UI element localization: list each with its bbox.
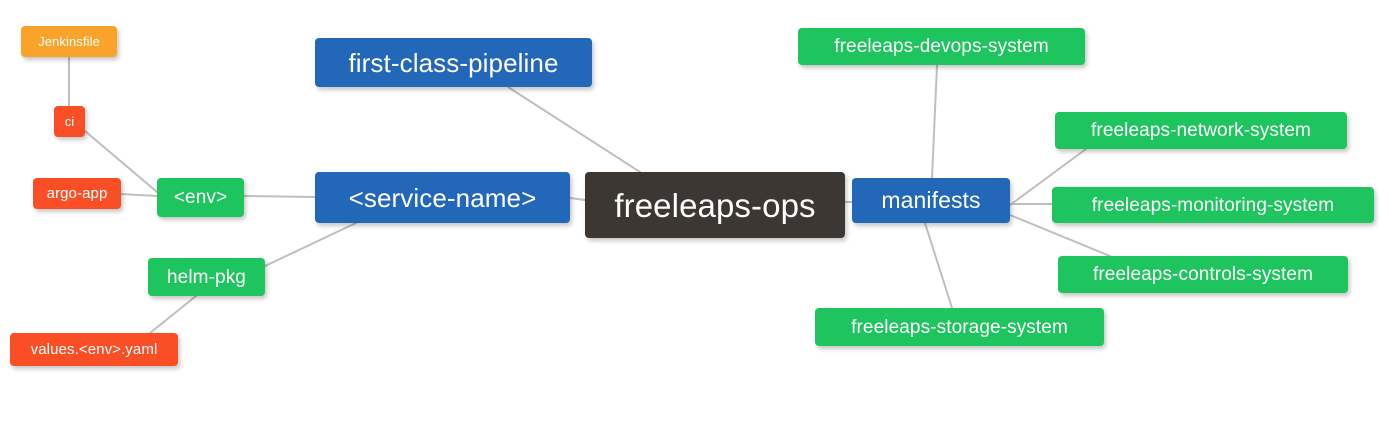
node-network-system[interactable]: freeleaps-network-system xyxy=(1055,112,1347,149)
node-env[interactable]: <env> xyxy=(157,178,244,217)
edge-values-env-yaml-to-helm-pkg xyxy=(149,295,197,334)
node-label-manifests: manifests xyxy=(881,187,981,213)
node-label-controls-system: freeleaps-controls-system xyxy=(1092,264,1314,285)
node-helm-pkg[interactable]: helm-pkg xyxy=(148,258,265,296)
edge-first-class-pipeline-to-freeleaps-ops xyxy=(507,86,641,173)
node-argo-app[interactable]: argo-app xyxy=(33,178,121,209)
node-label-first-class-pipeline: first-class-pipeline xyxy=(348,47,559,78)
node-controls-system[interactable]: freeleaps-controls-system xyxy=(1058,256,1348,293)
node-devops-system[interactable]: freeleaps-devops-system xyxy=(798,28,1085,65)
edge-env-to-service-name xyxy=(243,195,316,198)
node-first-class-pipeline[interactable]: first-class-pipeline xyxy=(315,38,592,87)
node-monitoring-system[interactable]: freeleaps-monitoring-system xyxy=(1052,187,1374,223)
edge-manifests-to-devops-system xyxy=(931,64,938,179)
node-label-devops-system: freeleaps-devops-system xyxy=(834,36,1049,57)
node-freeleaps-ops[interactable]: freeleaps-ops xyxy=(585,172,845,238)
node-label-monitoring-system: freeleaps-monitoring-system xyxy=(1091,194,1335,216)
node-manifests[interactable]: manifests xyxy=(852,178,1010,223)
node-label-values-env-yaml: values.<env>.yaml xyxy=(30,341,158,358)
edge-helm-pkg-to-service-name xyxy=(264,222,357,267)
node-label-argo-app: argo-app xyxy=(46,185,108,202)
node-label-ci: ci xyxy=(64,114,75,129)
node-jenkinsfile[interactable]: Jenkinsfile xyxy=(21,26,117,57)
node-label-env: <env> xyxy=(173,187,228,208)
edge-argo-app-to-env xyxy=(120,193,158,197)
node-label-network-system: freeleaps-network-system xyxy=(1091,120,1311,141)
node-service-name[interactable]: <service-name> xyxy=(315,172,570,223)
node-label-service-name: <service-name> xyxy=(348,182,537,213)
node-label-freeleaps-ops: freeleaps-ops xyxy=(614,186,816,224)
edge-manifests-to-storage-system xyxy=(924,222,953,309)
node-label-jenkinsfile: Jenkinsfile xyxy=(38,34,100,49)
node-label-storage-system: freeleaps-storage-system xyxy=(851,316,1068,338)
node-label-helm-pkg: helm-pkg xyxy=(167,266,246,288)
node-ci[interactable]: ci xyxy=(54,106,85,137)
node-storage-system[interactable]: freeleaps-storage-system xyxy=(815,308,1104,346)
node-values-env-yaml[interactable]: values.<env>.yaml xyxy=(10,333,178,366)
edge-service-name-to-freeleaps-ops xyxy=(569,197,586,201)
